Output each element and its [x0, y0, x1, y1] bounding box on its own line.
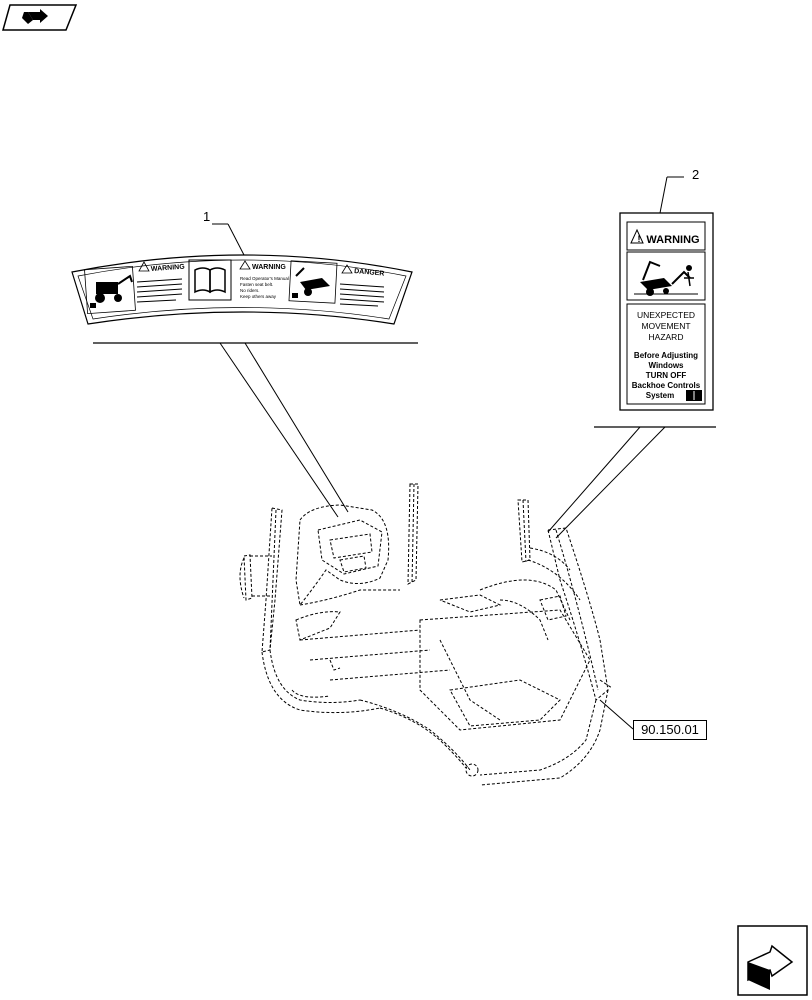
reference-leader	[599, 699, 634, 730]
decal-1-backhoe-pictogram	[288, 260, 338, 304]
decal-2-line: Before Adjusting	[634, 351, 698, 360]
decal-2-manual-icon	[686, 390, 702, 401]
decal-1-warning-text-a: WARNING	[136, 261, 186, 303]
reference-label[interactable]: 90.150.01	[633, 720, 707, 740]
decal-2-line: HAZARD	[649, 332, 684, 342]
decal-2-line: TURN OFF	[646, 371, 687, 380]
decal-1-panel-b-line: Keep others away	[240, 294, 277, 299]
callout-1-leader	[212, 223, 245, 256]
decal-2: ! WARNING UNEXPECTED MOVEMENT HAZARD Bef…	[619, 212, 714, 411]
decal-1-loader-pictogram	[84, 265, 136, 315]
decal-2-line: MOVEMENT	[641, 321, 690, 331]
cab-frame-illustration	[239, 483, 613, 786]
forward-page-icon[interactable]	[2, 4, 78, 31]
next-page-icon[interactable]	[737, 925, 808, 996]
callout-number-2: 2	[692, 167, 700, 182]
decal-1-panel-b-line: Fasten seat belt.	[240, 282, 273, 287]
svg-text:!: !	[638, 234, 641, 244]
decal-1-danger-text: DANGER	[339, 264, 385, 307]
decal-2-line: UNEXPECTED	[637, 310, 695, 320]
decal-2-backhoe-pictogram	[634, 260, 698, 296]
decal-2-pointer-lines	[547, 426, 716, 539]
decal-1-pointer-lines	[93, 342, 418, 518]
callout-2-leader	[659, 176, 684, 214]
decal-1: WARNING WARNING Read Operator's Manual F…	[71, 254, 413, 325]
decal-1-panel-b-line: Read Operator's Manual	[240, 276, 289, 281]
decal-2-title: WARNING	[646, 234, 699, 246]
decal-1-panel-c-title: DANGER	[354, 268, 385, 278]
decal-2-line: Windows	[648, 361, 684, 370]
decal-1-manual-pictogram	[188, 259, 232, 301]
decal-2-line: Backhoe Controls	[632, 381, 701, 390]
decal-1-panel-b-line: No riders.	[240, 288, 260, 293]
callout-number-1: 1	[203, 209, 211, 224]
decal-1-panel-b-title: WARNING	[252, 264, 286, 271]
decal-1-panel-a-title: WARNING	[151, 264, 186, 273]
decal-2-line: System	[646, 391, 674, 400]
decal-1-warning-text-b: WARNING Read Operator's Manual Fasten se…	[239, 260, 289, 299]
